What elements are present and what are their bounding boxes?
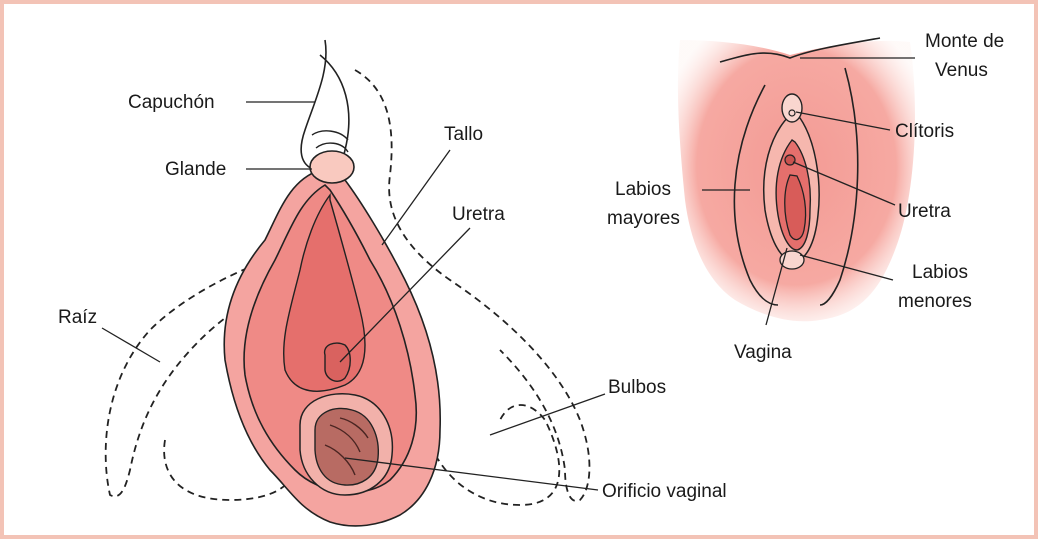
label-labios-mayores-1: Labios [615, 179, 671, 200]
leader-tallo [382, 150, 450, 245]
label-raiz: Raíz [58, 307, 97, 328]
label-orificio: Orificio vaginal [602, 481, 727, 502]
urethra-right [785, 155, 795, 165]
hood-folds [312, 131, 348, 152]
glans-shape [310, 151, 354, 183]
label-vagina: Vagina [734, 342, 792, 363]
label-glande: Glande [165, 159, 226, 180]
label-bulbos: Bulbos [608, 377, 666, 398]
hood-outline [301, 40, 326, 170]
label-tallo: Tallo [444, 124, 483, 145]
urethra-opening [325, 343, 351, 381]
label-capuchon: Capuchón [128, 92, 215, 113]
clitoris-shape [782, 94, 802, 122]
right-diagram: Monte de Venus Clítoris Uretra Labios ma… [607, 31, 1004, 363]
label-uretra-right: Uretra [898, 201, 951, 222]
label-labios-menores-2: menores [898, 291, 972, 312]
label-labios-menores-1: Labios [912, 262, 968, 283]
label-clitoris: Clítoris [895, 121, 954, 142]
leader-bulbos [490, 394, 605, 435]
left-diagram: Capuchón Glande Tallo Uretra Raíz Bulbos… [58, 40, 727, 526]
label-monte-2: Venus [935, 60, 988, 81]
label-monte-1: Monte de [925, 31, 1004, 52]
label-uretra-left: Uretra [452, 204, 505, 225]
label-labios-mayores-2: mayores [607, 208, 680, 229]
